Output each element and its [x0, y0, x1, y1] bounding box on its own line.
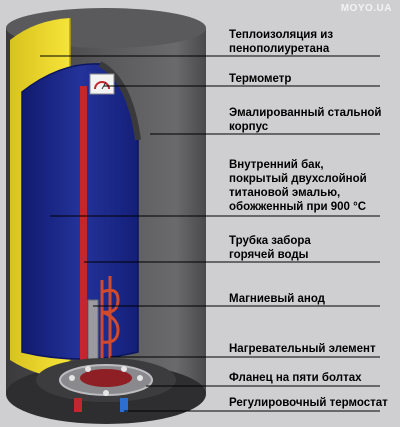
label-flange: Фланец на пяти болтах: [229, 372, 362, 384]
label-magnesium-anode: Магниевый анод: [229, 293, 325, 305]
leader-lines: [40, 55, 380, 412]
hot-outlet-pipe: [74, 398, 82, 412]
flange-assembly: [36, 358, 176, 402]
cold-inlet-pipe: [120, 398, 128, 412]
heating-element-coil: [100, 276, 120, 358]
label-thermostat: Регулировочный термостат: [229, 397, 388, 409]
label-heating-element: Нагревательный элемент: [229, 343, 376, 355]
hot-water-pipe-shape: [80, 86, 87, 366]
watermark: MOYO.UA: [340, 3, 392, 14]
anode-rod: [87, 299, 99, 363]
label-thermometer: Термометр: [229, 73, 292, 85]
thermometer-gauge: [89, 73, 115, 95]
